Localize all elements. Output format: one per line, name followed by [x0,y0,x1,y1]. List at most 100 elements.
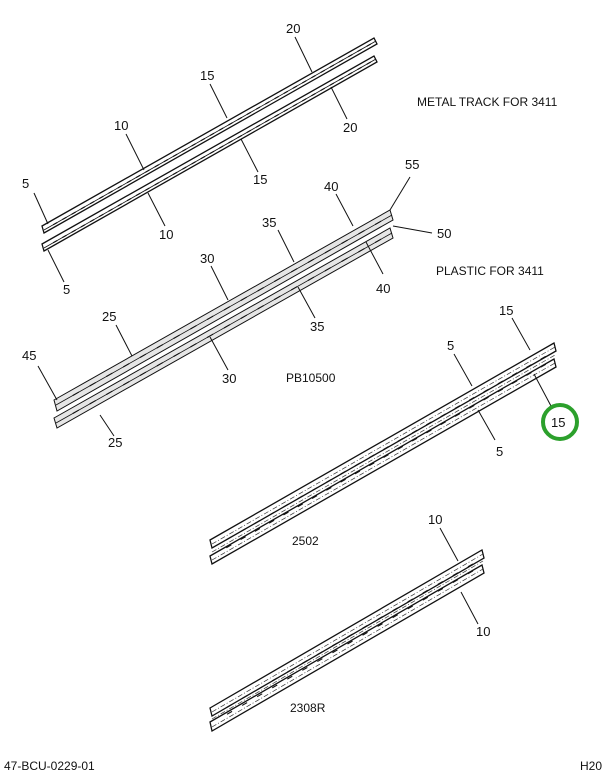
slot-tick [468,396,475,401]
slot-tick [366,43,372,47]
slot-tick [117,203,123,207]
slot-tick [135,174,141,178]
slot-tick [145,187,150,191]
slot-tick [106,372,113,377]
slot-tick [255,106,261,110]
slot-tick [467,570,474,575]
slot-tick [307,276,315,281]
slot-tick [226,544,232,549]
slot-tick [467,563,474,568]
slot-tick [240,528,246,533]
slot-tick [411,429,418,434]
slot-tick [52,221,58,226]
slot-tick [172,171,178,175]
slot-tick [426,421,432,426]
metal-upper-label-15: 15 [200,68,214,83]
slot-tick [347,640,353,645]
slot-tick [268,519,275,524]
slot-tick [526,364,532,368]
part-2308r-caption: 2308R [290,701,326,715]
slot-tick [422,589,429,594]
slot-tick [80,224,86,228]
track-2308r-assembly: 10 10 [209,512,490,733]
slot-tick [392,607,398,612]
slot-tick [407,598,413,603]
slot-tick [241,695,248,699]
slot-tick [268,511,275,516]
slot-tick [283,503,289,508]
slot-tick [332,642,338,647]
slot-tick [172,153,178,157]
pb10500-caption: PB10500 [286,371,336,385]
plastic-track-slots [72,220,382,414]
slot-tick [228,140,233,144]
slot-tick [257,305,264,310]
plastic-track-assembly: 45 25 30 35 40 55 25 30 35 40 50 [22,157,451,450]
slot-tick [89,382,96,387]
slot-tick [271,684,278,689]
slot-tick [377,623,383,627]
slot-tick [302,660,308,664]
slot-tick [311,495,318,500]
slot-tick [274,295,281,300]
slot-tick [218,145,224,149]
slot-tick [265,119,270,123]
slot-tick [320,87,325,91]
slot-tick [377,616,383,620]
slot-tick [122,381,130,386]
slot-tick [182,148,187,152]
t2308r-lower-label-10: 10 [476,624,490,639]
document-number: 47-BCU-0229-01 [4,759,95,773]
slot-tick [452,579,459,584]
slot-tick [311,487,318,492]
t2502-lower-label-15: 15 [551,415,565,430]
plastic-lower-label-35: 35 [310,319,324,334]
slot-tick [422,596,429,601]
track-2308r-slots [226,563,474,715]
slot-tick [200,155,206,160]
slot-tick [511,372,518,377]
part-2502-caption: 2502 [292,534,319,548]
slot-tick [62,216,67,220]
slot-tick [237,134,242,139]
slot-tick [348,53,353,58]
slot-tick [392,614,398,619]
plastic-lower-label-25: 25 [108,435,122,450]
slot-tick [454,405,461,409]
slot-tick [209,132,215,136]
slot-tick [540,355,546,360]
metal-lower-label-20: 20 [343,120,357,135]
slot-tick [357,48,362,52]
slot-tick [292,103,298,107]
slot-tick [206,315,214,320]
slot-tick [483,396,489,401]
slot-tick [407,605,413,610]
slot-tick [173,334,180,339]
slot-tick [190,343,197,348]
slot-tick [274,113,279,118]
slot-tick [483,388,489,393]
slot-tick [426,429,432,434]
slot-tick [256,693,263,698]
slot-tick [241,702,248,706]
slot-tick [271,677,278,682]
slot-tick [154,164,159,168]
slot-tick [374,220,382,225]
slot-tick [163,158,169,163]
slot-tick [218,127,224,131]
slot-tick [257,287,264,292]
slot-tick [256,686,263,691]
plastic-caption: PLASTIC FOR 3411 [436,264,544,278]
slot-tick [383,454,389,458]
slot-tick [497,388,504,393]
slot-tick [302,667,308,671]
metal-lower-label-5: 5 [63,282,70,297]
sheet-code: H20 [580,759,602,773]
slot-tick [89,200,95,205]
slot-tick [190,325,197,330]
metal-upper-label-10: 10 [114,118,128,133]
metal-lower-label-15: 15 [253,172,267,187]
metal-track-slots [52,43,372,244]
slot-tick [329,64,335,68]
slot-tick [362,631,368,636]
